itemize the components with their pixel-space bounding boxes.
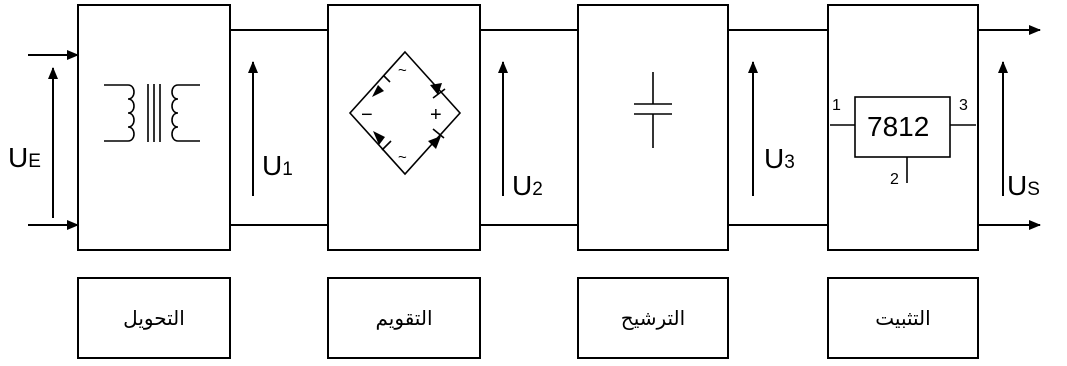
label-u3: U3 — [764, 143, 795, 174]
svg-text:التقويم: التقويم — [375, 306, 432, 330]
bridge-ac-bottom: ~ — [398, 149, 407, 166]
regulator-part-number: 7812 — [867, 111, 929, 142]
label-output-voltage: US — [1007, 170, 1040, 201]
bridge-plus: + — [430, 104, 442, 126]
regulator-pin-3: 3 — [959, 97, 968, 114]
label-u2: U2 — [512, 170, 543, 201]
stage-label-stabilization: التثبيت — [827, 277, 979, 359]
bridge-minus: − — [361, 104, 373, 126]
transformer-icon — [104, 84, 200, 142]
bridge-rectifier-icon: ~ ~ − + — [348, 50, 462, 176]
label-u1: U1 — [262, 150, 293, 181]
regulator-pin-1: 1 — [832, 97, 841, 114]
voltage-regulator-ic: 7812 1 3 2 — [830, 96, 976, 188]
stage-label-rectification: التقويم — [327, 277, 481, 359]
label-input-voltage: UE — [8, 142, 41, 173]
stage-label-transformation: التحويل — [77, 277, 231, 359]
regulator-block — [827, 4, 979, 251]
svg-text:التحويل: التحويل — [123, 306, 185, 330]
rectifier-block — [327, 4, 481, 251]
bridge-ac-top: ~ — [398, 62, 407, 79]
regulator-pin-2: 2 — [890, 171, 899, 188]
stage-label-filtering: الترشيح — [577, 277, 729, 359]
svg-text:التثبيت: التثبيت — [875, 306, 930, 330]
svg-text:الترشيح: الترشيح — [621, 306, 685, 330]
capacitor-icon — [634, 72, 672, 148]
